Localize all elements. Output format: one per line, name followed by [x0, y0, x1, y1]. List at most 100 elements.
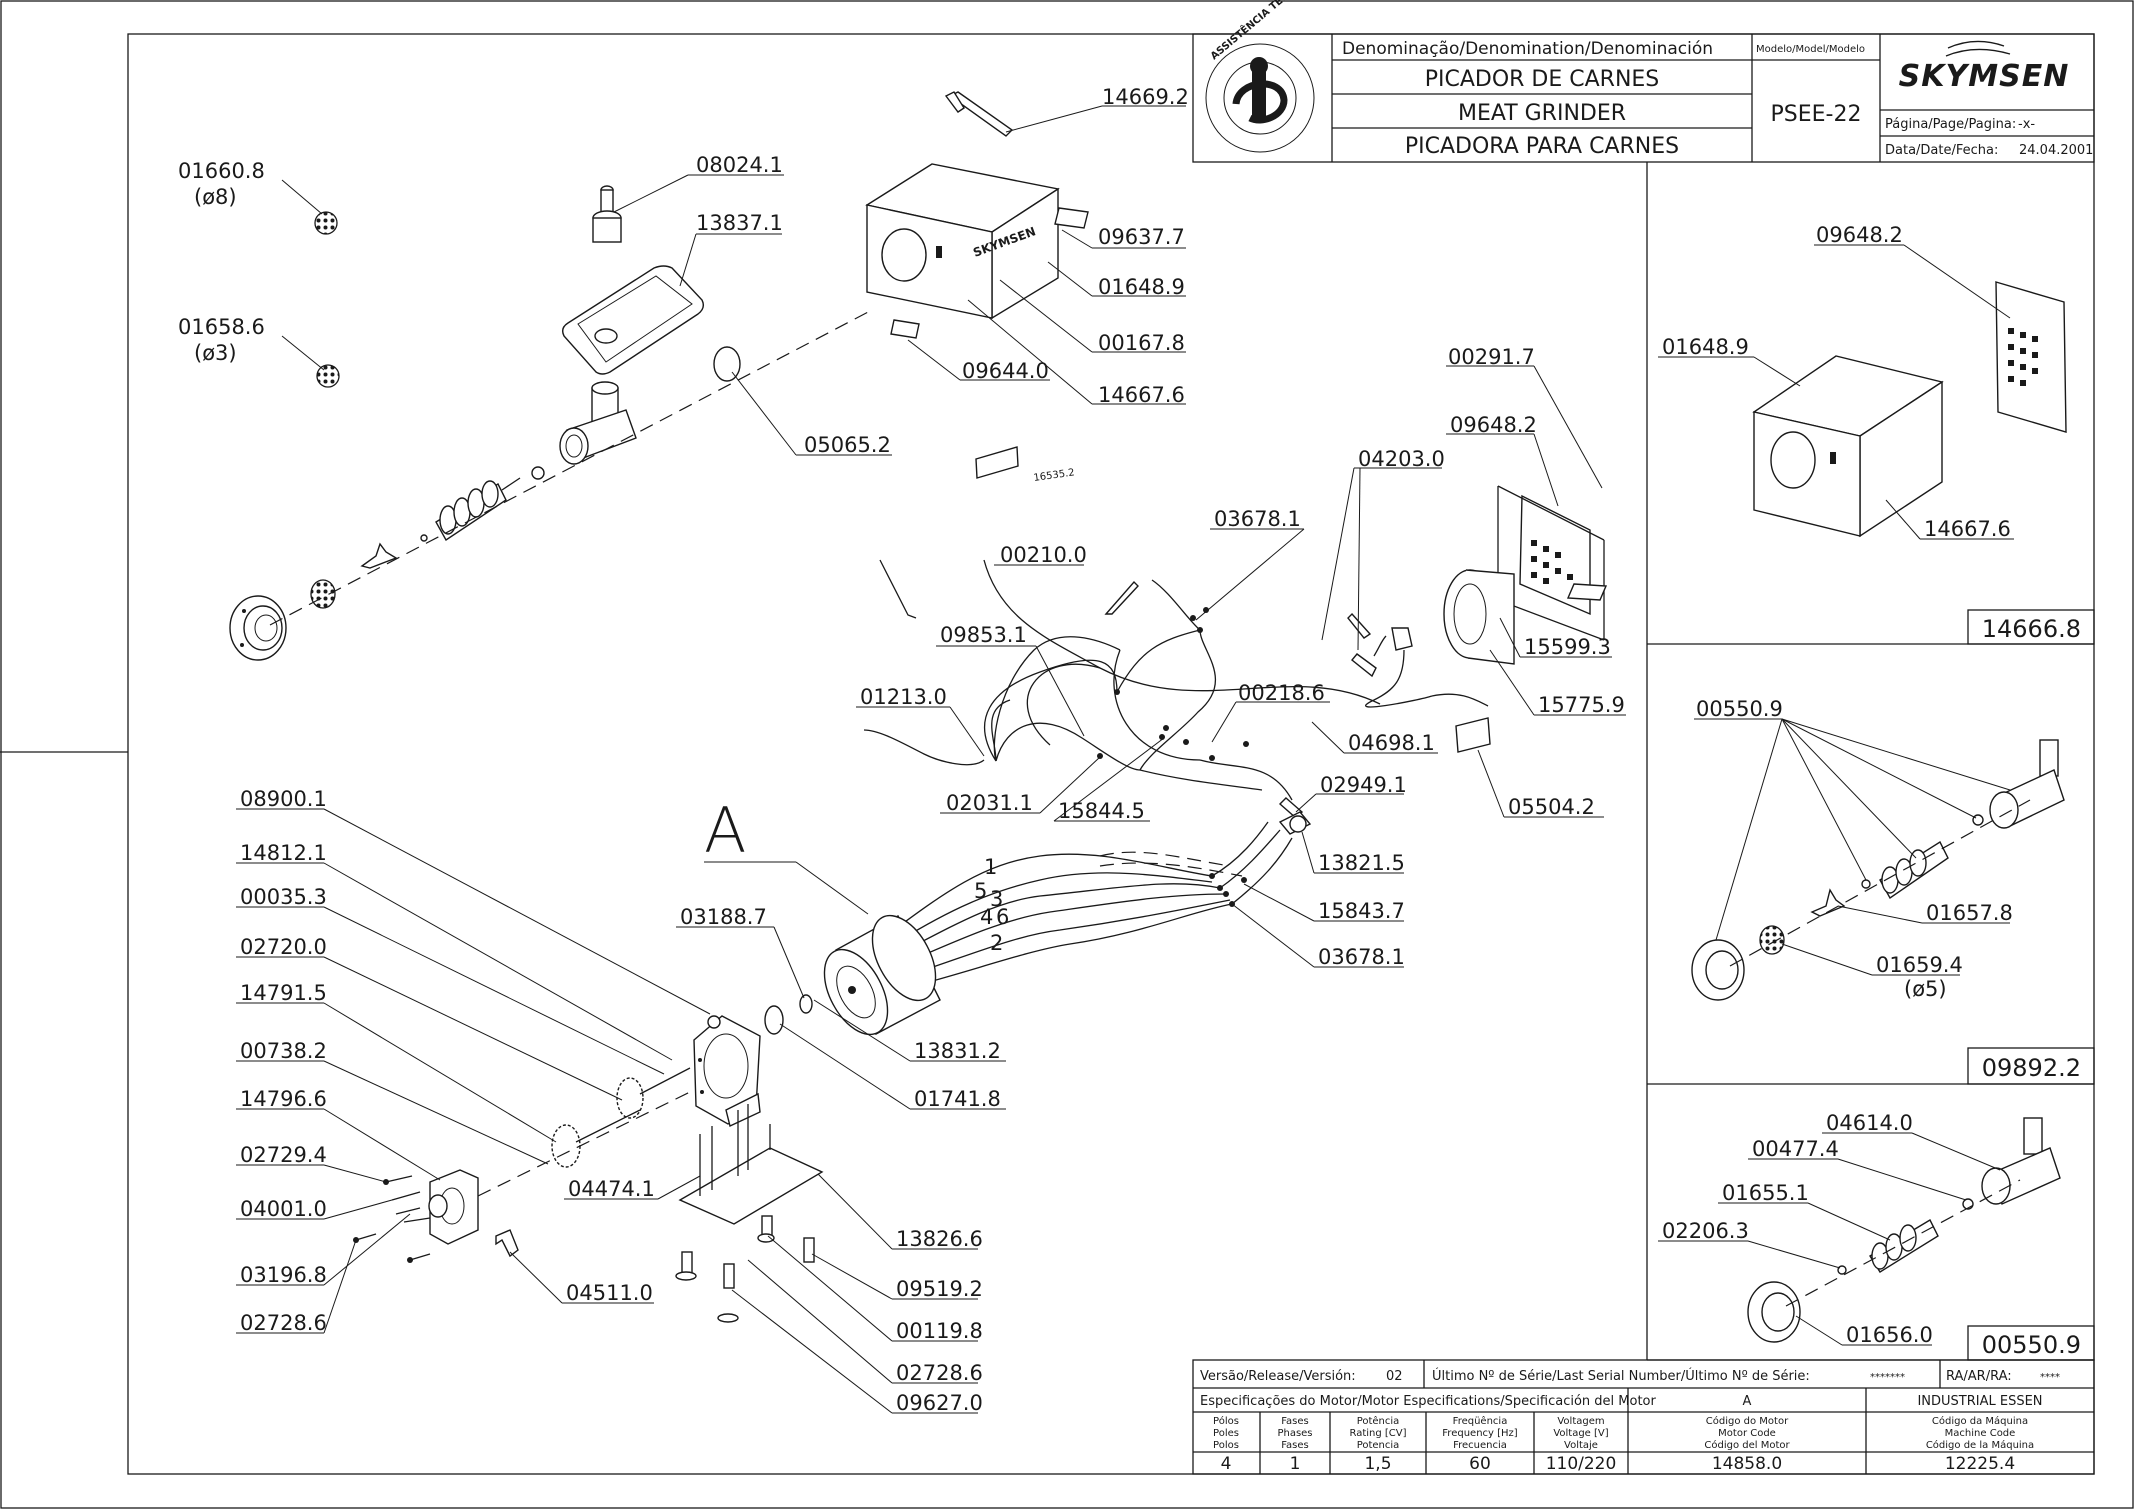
- drawing-frame: [127, 33, 2095, 1475]
- svg-text:01660.8: 01660.8: [178, 159, 265, 183]
- svg-text:14667.6: 14667.6: [1924, 517, 2011, 541]
- release-value: 02: [1386, 1369, 1403, 1384]
- motor-cover-housing: SKYMSEN: [865, 163, 1060, 320]
- svg-text:Voltagem: Voltagem: [1557, 1416, 1604, 1427]
- svg-text:08024.1: 08024.1: [696, 153, 783, 177]
- main-assembly: SKYMSEN 16535.2: [178, 85, 1626, 1415]
- svg-text:Código de la Máquina: Código de la Máquina: [1926, 1439, 2034, 1451]
- motor-code-value: 14858.0: [1712, 1454, 1782, 1474]
- svg-text:03188.7: 03188.7: [680, 905, 767, 929]
- svg-text:15843.7: 15843.7: [1318, 899, 1405, 923]
- motor-maker: INDUSTRIAL ESSEN: [1917, 1394, 2042, 1409]
- wire-number-1: 1: [984, 855, 997, 879]
- ra-value: ****: [2040, 1372, 2060, 1383]
- name-pt: PICADOR DE CARNES: [1425, 67, 1660, 92]
- svg-text:Machine Code: Machine Code: [1945, 1428, 2016, 1439]
- svg-text:02949.1: 02949.1: [1320, 773, 1407, 797]
- ring-nut: [229, 595, 287, 661]
- svg-text:14791.5: 14791.5: [240, 981, 327, 1005]
- svg-text:02729.4: 02729.4: [240, 1143, 327, 1167]
- svg-text:15599.3: 15599.3: [1524, 635, 1611, 659]
- phases-value: 1: [1290, 1454, 1301, 1474]
- svg-text:08900.1: 08900.1: [240, 787, 327, 811]
- svg-text:04474.1: 04474.1: [568, 1177, 655, 1201]
- inset-00550-9: 04614.0 00477.4 01655.1 02206.3 01656.0 …: [1658, 1111, 2095, 1361]
- svg-text:Potencia: Potencia: [1357, 1440, 1400, 1451]
- motor-letter: A: [1743, 1394, 1752, 1409]
- svg-text:00119.8: 00119.8: [896, 1319, 983, 1343]
- svg-text:02728.6: 02728.6: [240, 1311, 327, 1335]
- svg-text:00477.4: 00477.4: [1752, 1137, 1839, 1161]
- grinder-head: [559, 381, 637, 465]
- model-header: Modelo/Model/Modelo: [1756, 44, 1865, 55]
- inset-grille-slots: [2008, 328, 2038, 386]
- svg-text:Código del Motor: Código del Motor: [1704, 1439, 1790, 1451]
- ra-label: RA/AR/RA:: [1946, 1369, 2012, 1384]
- svg-text:03678.1: 03678.1: [1318, 945, 1405, 969]
- svg-text:01657.8: 01657.8: [1926, 901, 2013, 925]
- svg-text:00210.0: 00210.0: [1000, 543, 1087, 567]
- motor-spec-label: Especificações do Motor/Motor Especifica…: [1200, 1394, 1656, 1409]
- svg-text:01213.0: 01213.0: [860, 685, 947, 709]
- inset-09892-2: 00550.9 01657.8 01659.4 (ø5) 09892.2: [1691, 697, 2095, 1085]
- svg-text:01648.9: 01648.9: [1098, 275, 1185, 299]
- svg-text:13831.2: 13831.2: [914, 1039, 1001, 1063]
- svg-text:Frequency [Hz]: Frequency [Hz]: [1442, 1428, 1518, 1439]
- column-headers: Pólos Poles Polos Fases Phases Fases Pot…: [1213, 1415, 2034, 1451]
- svg-text:02728.6: 02728.6: [896, 1361, 983, 1385]
- feed-screw: [435, 477, 521, 542]
- gearbox-front-cover: [428, 1169, 479, 1245]
- wire-number-3: 3: [990, 887, 1003, 911]
- svg-text:09644.0: 09644.0: [962, 359, 1049, 383]
- inset-14666-8: 09648.2 01648.9 14667.6 14666.8: [1658, 223, 2095, 645]
- svg-text:(ø5): (ø5): [1904, 977, 1947, 1001]
- voltage-value: 110/220: [1546, 1454, 1617, 1474]
- fan-ring: [1443, 569, 1515, 665]
- svg-text:01656.0: 01656.0: [1846, 1323, 1933, 1347]
- svg-text:Voltage [V]: Voltage [V]: [1553, 1428, 1608, 1439]
- name-en: MEAT GRINDER: [1458, 101, 1626, 126]
- svg-text:04001.0: 04001.0: [240, 1197, 327, 1221]
- svg-text:04511.0: 04511.0: [566, 1281, 653, 1305]
- release-label: Versão/Release/Versión:: [1200, 1369, 1356, 1384]
- svg-text:05065.2: 05065.2: [804, 433, 891, 457]
- svg-text:(ø3): (ø3): [194, 341, 237, 365]
- svg-text:14667.6: 14667.6: [1098, 383, 1185, 407]
- rear-grille-panel: [1497, 485, 1605, 641]
- wiring-harness: [863, 559, 1381, 801]
- svg-text:00550.9: 00550.9: [1696, 697, 1783, 721]
- svg-text:Phases: Phases: [1277, 1428, 1312, 1439]
- svg-text:01648.9: 01648.9: [1662, 335, 1749, 359]
- electric-motor: [823, 914, 941, 1036]
- svg-text:09648.2: 09648.2: [1450, 413, 1537, 437]
- serial-label: Último Nº de Série/Last Serial Number/Úl…: [1432, 1368, 1810, 1384]
- svg-text:01658.6: 01658.6: [178, 315, 265, 339]
- motor-leads: [874, 821, 1293, 997]
- callouts: 14669.2 01660.8 (ø8) 08024.1 13837.1 096…: [178, 85, 1626, 1415]
- name-es: PICADORA PARA CARNES: [1405, 134, 1679, 159]
- svg-text:09519.2: 09519.2: [896, 1277, 983, 1301]
- svg-text:01655.1: 01655.1: [1722, 1181, 1809, 1205]
- svg-text:(ø8): (ø8): [194, 185, 237, 209]
- callout-14669-2: 14669.2: [1102, 85, 1189, 109]
- svg-text:Código do Motor: Código do Motor: [1706, 1415, 1789, 1427]
- svg-text:SKYMSEN: SKYMSEN: [1899, 59, 2070, 94]
- svg-text:09627.0: 09627.0: [896, 1391, 983, 1415]
- svg-text:00738.2: 00738.2: [240, 1039, 327, 1063]
- svg-text:04698.1: 04698.1: [1348, 731, 1435, 755]
- svg-text:Fases: Fases: [1281, 1416, 1309, 1427]
- svg-text:Potência: Potência: [1357, 1415, 1400, 1427]
- wire-number-6: 6: [996, 905, 1009, 929]
- poles-value: 4: [1221, 1454, 1232, 1474]
- screws: [353, 1175, 431, 1263]
- page-value: -x-: [2018, 117, 2035, 132]
- svg-text:13826.6: 13826.6: [896, 1227, 983, 1251]
- svg-text:09853.1: 09853.1: [940, 623, 1027, 647]
- svg-text:00218.6: 00218.6: [1238, 681, 1325, 705]
- svg-text:13837.1: 13837.1: [696, 211, 783, 235]
- svg-text:01659.4: 01659.4: [1876, 953, 1963, 977]
- footer-spec-table: Versão/Release/Versión: 02 Último Nº de …: [1192, 1359, 2095, 1475]
- rating-value: 1,5: [1364, 1454, 1391, 1474]
